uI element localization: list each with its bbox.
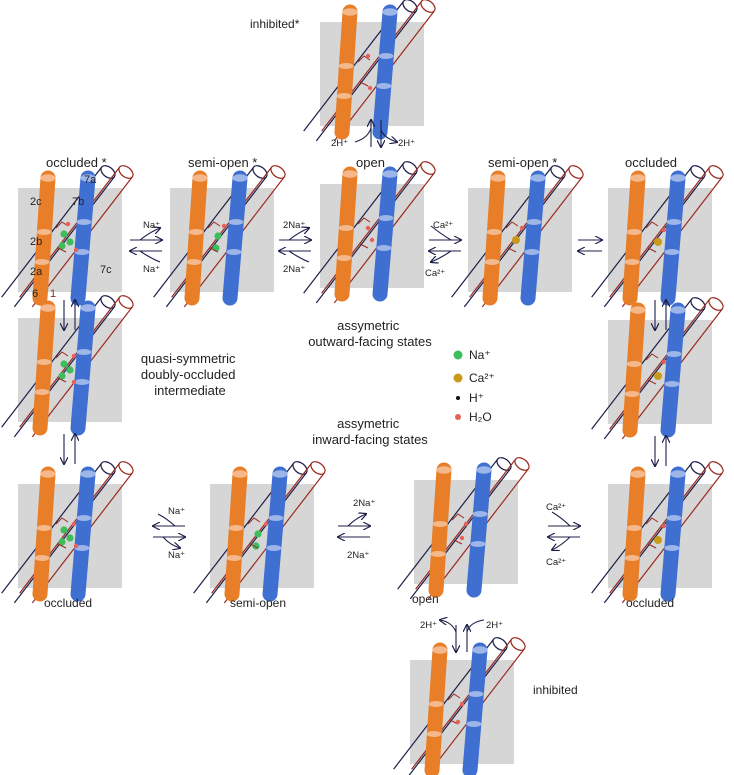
transporter-open-out xyxy=(303,161,436,304)
trans-na1-fwd: Na⁺ xyxy=(143,220,160,231)
arrow-ca1-curve-a xyxy=(430,225,452,241)
arrow-bot-h-out xyxy=(440,620,457,633)
label-inward-group: assymetric inward-facing states xyxy=(312,416,428,447)
legend-h-dot xyxy=(456,396,460,400)
trans-top-in: 2H⁺ xyxy=(331,138,348,149)
transporter-quasi xyxy=(1,295,134,438)
arrow-in-na1-curve-b xyxy=(162,536,180,548)
trans-ca1-fwd: Ca²⁺ xyxy=(433,220,453,231)
helix-7a-label: 7a xyxy=(84,174,97,186)
transporter-occluded-in-ca xyxy=(591,461,724,604)
legend-ca-label: Ca²⁺ xyxy=(469,371,495,385)
trans-bot-in: 2H⁺ xyxy=(486,620,503,631)
trans-top-out: 2H⁺ xyxy=(398,138,415,149)
trans-in-na1-fwd: Na⁺ xyxy=(168,506,185,517)
transporter-semi-open-out-na xyxy=(153,165,286,308)
arrow-top-h-out xyxy=(380,129,397,142)
helix-6-label: 6 xyxy=(32,288,38,300)
trans-in-na2-fwd: 2Na⁺ xyxy=(353,498,375,509)
label-semi-open-out-ca: semi-open * xyxy=(488,155,557,170)
transporter-bottom-inhibited xyxy=(393,637,526,775)
legend: Na⁺ Ca²⁺ H⁺ H₂O xyxy=(453,348,495,424)
helix-7c-label: 7c xyxy=(100,264,112,276)
arrow-in-na2-curve-a xyxy=(347,514,366,527)
label-occluded-out-ca: occluded xyxy=(625,155,677,170)
label-bottom-inhibited: inhibited xyxy=(533,683,578,697)
transporter-top-inhibited xyxy=(303,0,436,142)
label-occluded-out: occluded * xyxy=(46,155,107,170)
helix-2a-label: 2a xyxy=(30,266,43,278)
trans-na2-rev: 2Na⁺ xyxy=(283,264,305,275)
label-open-out: open xyxy=(356,155,385,170)
label-occluded-in-na: occluded xyxy=(44,596,92,610)
label-top-inhibited: inhibited* xyxy=(250,17,300,31)
label-occluded-in-ca: occluded xyxy=(626,596,674,610)
trans-ca1-rev: Ca²⁺ xyxy=(425,268,445,279)
trans-na1-rev: Na⁺ xyxy=(143,264,160,275)
label-semi-open-out-na: semi-open * xyxy=(188,155,257,170)
legend-na-dot xyxy=(453,350,463,360)
trans-na2-fwd: 2Na⁺ xyxy=(283,220,305,231)
arrow-na2-curve-b xyxy=(288,250,310,263)
arrow-bot-h-in xyxy=(466,619,485,633)
transporter-occluded-out xyxy=(1,165,134,308)
trans-in-ca-rev: Ca²⁺ xyxy=(546,557,566,568)
label-semi-open-in: semi-open xyxy=(230,596,286,610)
transporter-semi-open-out-ca xyxy=(451,165,584,308)
arrow-in-na1-curve-a xyxy=(157,513,176,527)
label-outward-group: assymetric outward-facing states xyxy=(308,318,432,349)
arrow-na1-curve-a xyxy=(139,228,160,241)
legend-water-dot xyxy=(455,414,461,420)
trans-in-na2-rev: 2Na⁺ xyxy=(347,550,369,561)
legend-water-label: H₂O xyxy=(469,410,492,424)
transporter-open-in xyxy=(397,457,530,600)
helix-2b-label: 2b xyxy=(30,236,42,248)
arrow-na2-curve-a xyxy=(288,228,309,241)
transporter-occluded-out-ca xyxy=(591,165,724,308)
arrow-ca1-curve-b xyxy=(431,250,452,262)
helix-1-label: 1 xyxy=(50,288,56,300)
legend-ca-dot xyxy=(453,373,463,383)
legend-na-label: Na⁺ xyxy=(469,348,491,362)
legend-h-label: H⁺ xyxy=(469,391,484,405)
arrow-in-ca-curve-a xyxy=(551,511,571,527)
transporter-semi-open-in xyxy=(193,461,326,604)
label-quasi: quasi-symmetric doubly-occluded intermed… xyxy=(141,351,239,398)
trans-in-na1-rev: Na⁺ xyxy=(168,550,185,561)
helix-2c-label: 2c xyxy=(30,196,42,208)
arrow-in-ca-curve-b xyxy=(552,536,571,550)
trans-in-ca-fwd: Ca²⁺ xyxy=(546,502,566,513)
trans-bot-out: 2H⁺ xyxy=(420,620,437,631)
arrow-top-h-in xyxy=(354,127,372,143)
transporter-occluded-in-na xyxy=(1,461,134,604)
arrow-na1-curve-b xyxy=(139,250,161,263)
helix-7b-label: 7b xyxy=(72,196,84,208)
transporter-right-mid xyxy=(591,297,724,440)
label-open-in: open xyxy=(412,592,439,606)
